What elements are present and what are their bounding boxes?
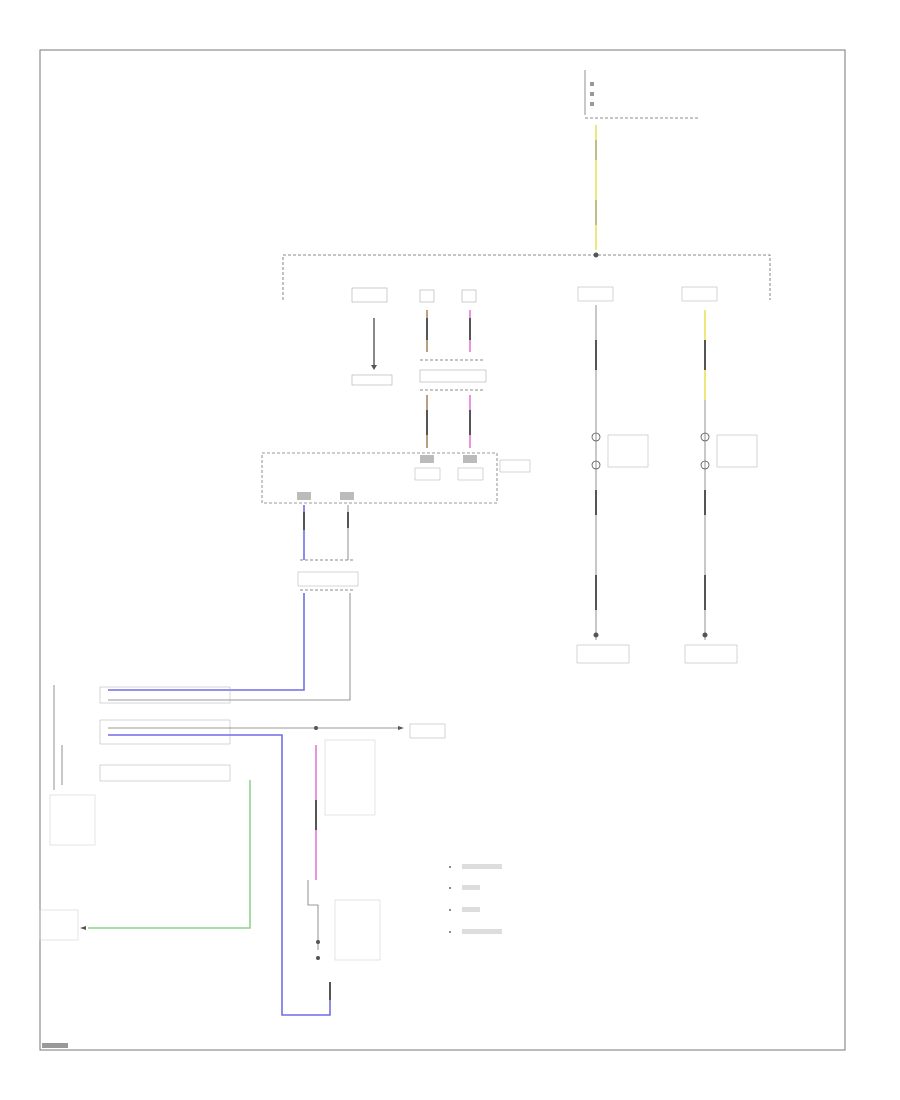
left-control-module	[49, 685, 231, 846]
left-lamp-circuit	[681, 286, 758, 664]
legend	[449, 864, 502, 934]
blue-wire-main	[108, 593, 305, 691]
diagram-border	[39, 49, 846, 1051]
bottom-sensor	[307, 880, 381, 1000]
sheet-marker	[42, 1043, 68, 1048]
smart-junction-box	[261, 452, 498, 504]
upper-connector-2	[419, 289, 487, 448]
green-wire	[88, 780, 251, 929]
module-pins	[297, 455, 531, 500]
blue-wire-lower	[108, 734, 331, 1016]
upper-connector-1	[351, 287, 393, 386]
mid-connector	[297, 571, 359, 587]
main-splice-bus	[282, 254, 771, 300]
right-lamp-circuit	[576, 286, 649, 664]
top-source-connector	[584, 70, 700, 119]
